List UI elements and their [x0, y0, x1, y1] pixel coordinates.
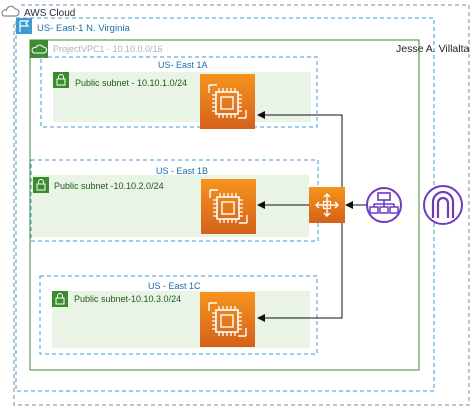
- connector-to-1a: [257, 111, 343, 205]
- subnet-label: Public subnet - 10.10.1.0/24: [75, 78, 187, 88]
- zone-label: US - East 1B: [156, 166, 208, 176]
- public-subnet-1c: [52, 291, 310, 348]
- zone-border: [39, 275, 318, 355]
- ec2-chip-icon: [200, 74, 255, 129]
- zone-border: [40, 56, 318, 128]
- vpc-group: ProjectVPC1 - 10.10.0.0/16: [29, 39, 420, 371]
- zone-border: [30, 159, 319, 242]
- vpc-cloud-lock-icon: [30, 40, 48, 58]
- router-icon: [309, 187, 345, 223]
- ec2-chip-icon: [201, 179, 256, 234]
- connector-to-1c: [257, 205, 343, 322]
- public-subnet-1a: [53, 72, 311, 122]
- lock-icon: [52, 291, 68, 307]
- zone-label: US- East 1A: [158, 60, 208, 70]
- flag-icon: [16, 18, 32, 34]
- subnet-label: Public subnet -10.10.2.0/24: [54, 181, 164, 191]
- aws-cloud-label: AWS Cloud: [24, 8, 75, 19]
- author-name: Jesse A. Villalta: [396, 43, 470, 55]
- zone-label: US - East 1C: [148, 281, 201, 291]
- availability-zone-1b: US - East 1B Public subnet -10.10.2.0/24: [30, 159, 319, 242]
- cloud-icon: [0, 3, 20, 21]
- availability-zone-1c: US - East 1C Public subnet-10.10.3.0/24: [39, 275, 318, 355]
- load-balancer-icon: [366, 187, 402, 223]
- aws-cloud-group: AWS Cloud: [0, 3, 470, 406]
- region-label: US- East-1 N. Virginia: [37, 23, 130, 34]
- availability-zone-1a: US- East 1A Public subnet - 10.10.1.0/24: [40, 56, 318, 129]
- vpc-border: [29, 39, 420, 371]
- subnet-label: Public subnet-10.10.3.0/24: [74, 294, 181, 304]
- vpc-label: ProjectVPC1 - 10.10.0.0/16: [53, 44, 163, 54]
- internet-gateway-icon: [423, 185, 463, 225]
- ec2-chip-icon: [200, 292, 255, 347]
- aws-cloud-border: [13, 4, 470, 406]
- lock-icon: [33, 177, 49, 193]
- lock-icon: [53, 72, 69, 88]
